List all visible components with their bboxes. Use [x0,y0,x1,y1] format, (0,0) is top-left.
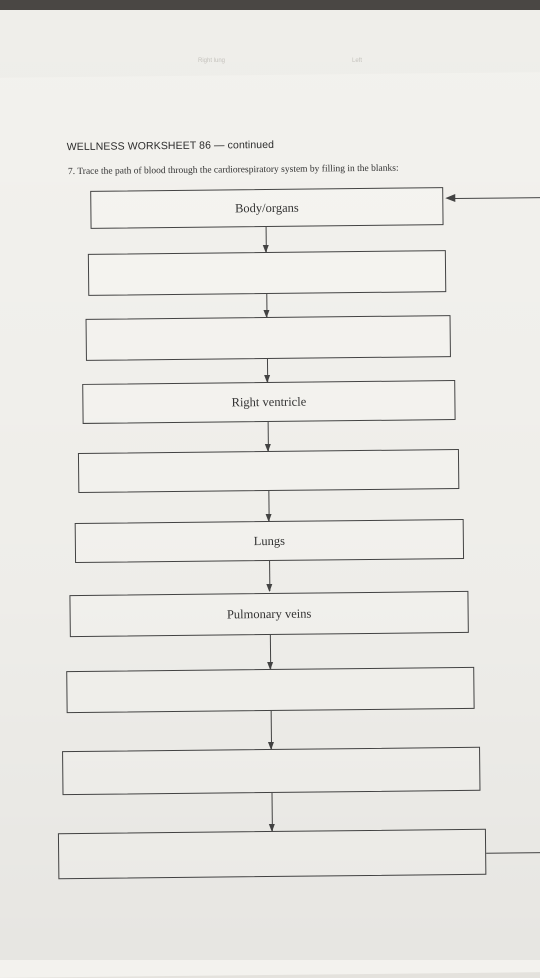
worksheet-page: WELLNESS WORKSHEET 86 — continued 7. Tra… [0,71,540,978]
flow-box-10[interactable] [57,828,487,880]
flow-arrow-8 [270,710,273,749]
flow-box-6: Lungs [74,518,465,564]
flow-box-8[interactable] [66,666,475,714]
worksheet-heading: WELLNESS WORKSHEET 86 — continued [66,138,275,154]
flow-arrow-1 [265,227,267,253]
flow-box-9[interactable] [62,746,481,796]
flow-box-4: Right ventricle [82,380,456,424]
return-flow-line [454,196,540,200]
under-page-label-right: Left [352,58,363,64]
flow-arrow-3 [266,358,269,383]
flow-arrow-9 [271,792,273,831]
question-text: 7. Trace the path of blood through the c… [67,163,399,178]
background-surface [0,0,540,12]
flow-box-7: Pulmonary veins [69,590,469,638]
flow-box-5[interactable] [77,449,460,493]
flow-arrow-5 [268,490,270,522]
flow-arrow-2 [266,294,268,318]
under-page-label-left: Right lung [198,58,226,64]
flow-arrow-6 [269,560,271,591]
flow-arrow-7 [269,634,272,669]
return-arrowhead [445,194,456,203]
exit-flow-line [486,852,540,854]
flow-box-3[interactable] [85,315,451,361]
flow-box-1: Body/organs [90,187,444,229]
flow-box-2[interactable] [87,250,447,296]
flow-arrow-4 [267,421,269,452]
